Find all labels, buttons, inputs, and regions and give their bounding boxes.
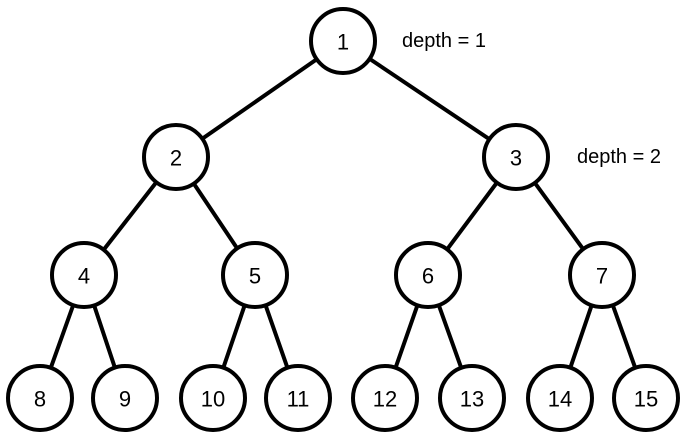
tree-node-1: 1 [309, 7, 377, 75]
node-label: 15 [634, 387, 658, 412]
tree-node-5: 5 [221, 241, 289, 309]
node-label: 5 [249, 264, 261, 289]
node-label: 9 [119, 387, 131, 412]
node-circle [142, 123, 210, 191]
node-label: 14 [548, 387, 572, 412]
node-circle [221, 241, 289, 309]
tree-edges [38, 39, 648, 400]
node-label: 6 [422, 264, 434, 289]
tree-node-4: 4 [50, 241, 118, 309]
node-label: 3 [510, 146, 522, 171]
tree-node-11: 11 [264, 364, 332, 432]
tree-edge [341, 39, 518, 159]
node-circle [482, 123, 550, 191]
tree-node-12: 12 [351, 364, 419, 432]
depth-2-label: depth = 2 [577, 146, 661, 168]
node-circle [264, 364, 332, 432]
node-label: 11 [287, 387, 310, 412]
tree-node-2: 2 [142, 123, 210, 191]
tree-node-8: 8 [6, 364, 74, 432]
node-label: 13 [460, 387, 484, 412]
tree-node-9: 9 [91, 364, 159, 432]
node-label: 7 [596, 264, 608, 289]
node-circle [526, 364, 594, 432]
tree-node-10: 10 [179, 364, 247, 432]
tree-node-14: 14 [526, 364, 594, 432]
node-circle [6, 364, 74, 432]
node-circle [438, 364, 506, 432]
node-circle [309, 7, 377, 75]
node-label: 8 [34, 387, 46, 412]
node-circle [394, 241, 462, 309]
node-circle [179, 364, 247, 432]
node-circle [91, 364, 159, 432]
node-label: 12 [373, 387, 397, 412]
tree-node-7: 7 [568, 241, 636, 309]
tree-node-3: 3 [482, 123, 550, 191]
node-circle [351, 364, 419, 432]
node-label: 4 [78, 264, 90, 289]
node-circle [612, 364, 680, 432]
node-circle [568, 241, 636, 309]
node-label: 2 [170, 146, 182, 171]
tree-node-6: 6 [394, 241, 462, 309]
node-label: 10 [201, 387, 225, 412]
tree-node-13: 13 [438, 364, 506, 432]
depth-1-label: depth = 1 [402, 30, 486, 52]
node-label: 1 [337, 30, 349, 55]
node-circle [50, 241, 118, 309]
tree-node-15: 15 [612, 364, 680, 432]
